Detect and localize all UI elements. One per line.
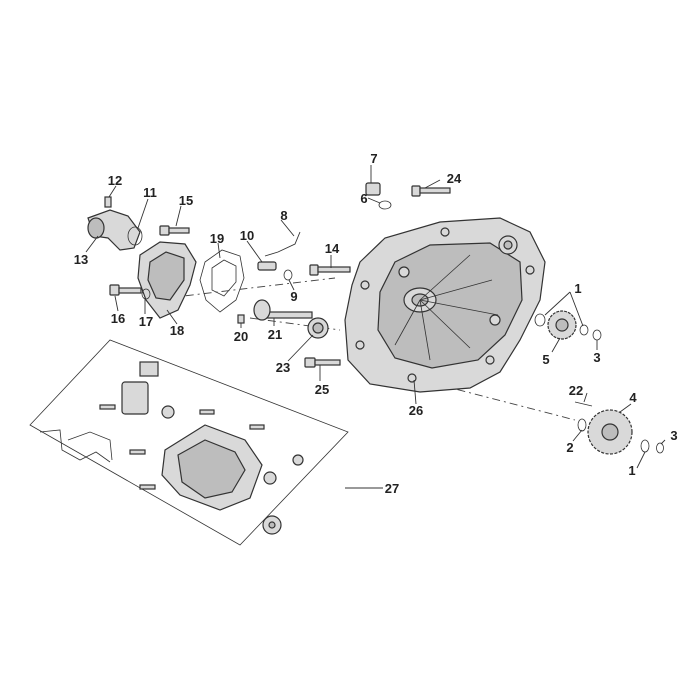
callout-18: 18: [170, 323, 184, 338]
pin-part-20: [237, 314, 245, 324]
clutch-cover-part-26: [344, 217, 546, 393]
callout-25: 25: [315, 382, 329, 397]
washer-part-1-lower: [640, 439, 650, 453]
gear-part-5: [547, 310, 577, 340]
fitting-part-10: [257, 261, 277, 271]
washer-part-1-upper: [534, 313, 589, 336]
callout-12: 12: [108, 173, 122, 188]
callout-9: 9: [290, 289, 297, 304]
o-ring-part-6: [378, 200, 392, 210]
bolt-part-25: [304, 357, 341, 368]
seal-part-23: [307, 317, 329, 339]
washer-part-2: [577, 418, 587, 432]
gasket-part-19: [199, 249, 245, 313]
callout-11: 11: [143, 185, 157, 200]
callout-17: 17: [139, 314, 153, 329]
callout-1-lower: 1: [628, 463, 635, 478]
o-ring-part-9: [283, 269, 293, 281]
callout-3-upper: 3: [593, 350, 600, 365]
washer-part-17: [141, 288, 151, 300]
o-ring-part-11: [127, 226, 143, 246]
callout-3-lower: 3: [670, 428, 677, 443]
callout-24: 24: [447, 171, 462, 186]
callout-15: 15: [179, 193, 193, 208]
shaft-part-21: [253, 299, 313, 321]
plug-part-7: [365, 182, 381, 196]
bolt-part-24: [411, 185, 451, 197]
gear-part-4: [587, 409, 633, 455]
callout-2: 2: [566, 440, 573, 455]
callout-5: 5: [542, 352, 549, 367]
leader-lines: [85, 165, 666, 489]
callout-1-upper: 1: [574, 281, 581, 296]
callout-13: 13: [74, 252, 88, 267]
callout-4: 4: [629, 390, 637, 405]
callout-14: 14: [325, 241, 340, 256]
pipe-part-8: [264, 231, 301, 257]
callout-20: 20: [234, 329, 248, 344]
callout-21: 21: [268, 327, 282, 342]
bolt-part-16: [109, 284, 142, 296]
callout-7: 7: [370, 151, 377, 166]
overview-kit-part-27: [29, 339, 349, 546]
circlip-part-3-lower: [656, 442, 664, 454]
bolt-part-14: [309, 264, 351, 276]
callout-labels: 7 6 24 14 25 26 1 5 3 22 4 2 1 3 12 11 1…: [74, 151, 678, 496]
callout-26: 26: [409, 403, 423, 418]
callout-10: 10: [240, 228, 254, 243]
screw-part-12: [104, 196, 112, 208]
callout-16: 16: [111, 311, 125, 326]
pin-part-22: [574, 401, 593, 407]
elbow-part-13: [87, 209, 141, 251]
circlip-part-3-upper: [592, 329, 602, 341]
pump-cover-part-18: [137, 241, 197, 319]
callout-19: 19: [210, 231, 224, 246]
callout-23: 23: [276, 360, 290, 375]
callout-27: 27: [385, 481, 399, 496]
bolt-part-15: [159, 225, 190, 236]
callout-6: 6: [360, 191, 367, 206]
callout-8: 8: [280, 208, 287, 223]
callout-22: 22: [569, 383, 583, 398]
